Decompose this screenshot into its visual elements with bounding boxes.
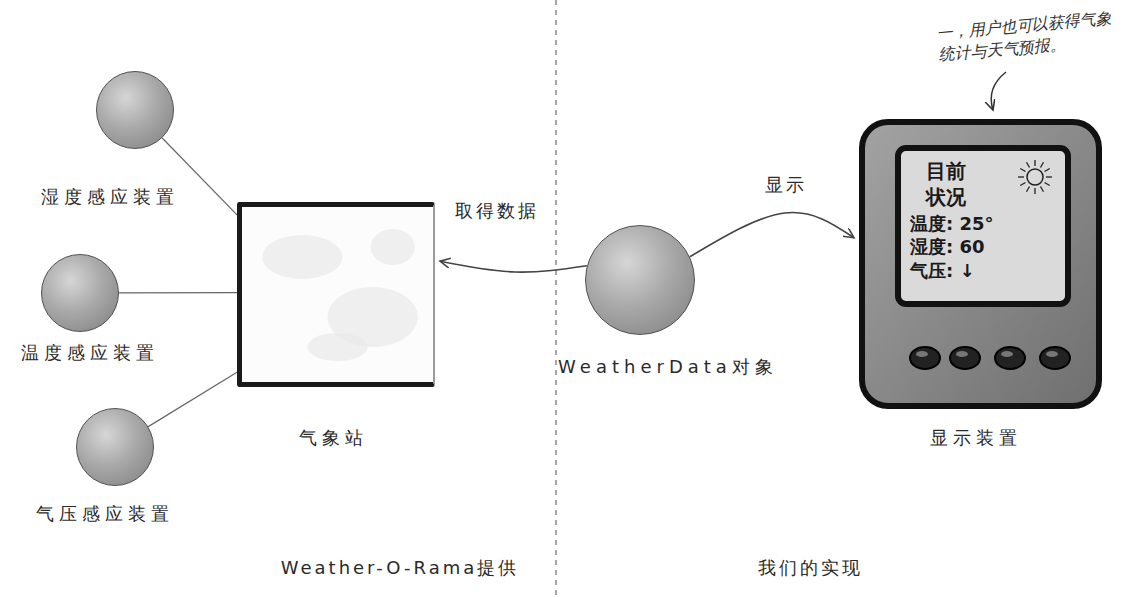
section-caption: 我们的实现	[758, 557, 863, 579]
device-button	[910, 347, 940, 369]
button-highlight	[1001, 351, 1013, 357]
device-drawing	[858, 118, 1103, 410]
edge-label: 显示	[762, 174, 810, 196]
display-device: 目前 状况温度: 25°湿度: 60气压: ↓ 显示装置	[858, 118, 1103, 449]
button-highlight	[1046, 351, 1058, 357]
flow-arrow	[690, 213, 854, 257]
reading-value: 温度: 25°	[910, 212, 1056, 235]
device-button	[950, 347, 980, 369]
reading-value: 湿度: 60	[910, 235, 1056, 258]
sun-icon	[1016, 158, 1054, 196]
leader-arrow	[991, 72, 1006, 110]
device-button	[995, 347, 1025, 369]
node-label: 显示装置	[930, 427, 1022, 449]
sensor-circle: 气压感应装置	[76, 408, 154, 525]
divider-line	[555, 0, 556, 597]
texture-blot	[371, 229, 415, 265]
button-highlight	[956, 351, 968, 357]
sensor-circle: 湿度感应装置	[96, 71, 174, 208]
texture-blot	[307, 333, 367, 361]
screen-area: 目前 状况温度: 25°湿度: 60气压: ↓	[902, 152, 1064, 300]
object-circle: WeatherData对象	[585, 225, 695, 378]
circle-shape	[96, 71, 174, 149]
wire-line	[148, 372, 237, 426]
node-label: 气象站	[299, 427, 368, 449]
section-caption: Weather-O-Rama提供	[281, 557, 520, 579]
node-label: 湿度感应装置	[41, 186, 179, 208]
device-screen	[898, 148, 1068, 304]
node-label: 温度感应装置	[21, 342, 159, 364]
texture-blot	[262, 235, 342, 279]
paper-texture	[242, 207, 433, 382]
station-box: 气象站	[237, 202, 435, 449]
device-body: 目前 状况温度: 25°湿度: 60气压: ↓	[858, 118, 1103, 410]
handwritten-note: 一，用户也可以获得气象 统计与天气预报。	[935, 6, 1134, 67]
circle-shape	[41, 254, 119, 332]
station-shape	[237, 202, 435, 387]
sensor-circle: 温度感应装置	[41, 254, 119, 364]
flow-arrow	[440, 261, 587, 272]
edge-label: 取得数据	[452, 200, 542, 222]
node-label: WeatherData对象	[558, 356, 778, 378]
button-highlight	[916, 351, 928, 357]
circle-shape	[76, 408, 154, 486]
node-label: 气压感应装置	[36, 503, 174, 525]
screen-heading: 目前 状况	[910, 158, 982, 210]
reading-value: 气压: ↓	[910, 259, 1056, 282]
device-button	[1040, 347, 1070, 369]
wire-line	[119, 292, 237, 293]
circle-shape	[585, 225, 695, 335]
device-housing	[862, 122, 1099, 406]
